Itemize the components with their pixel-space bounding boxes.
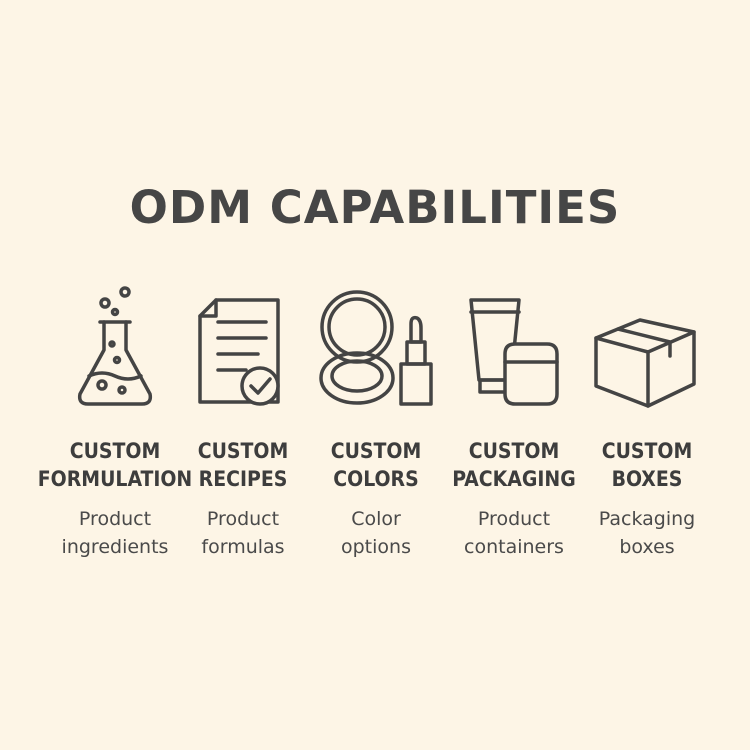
capability-description: Product containers: [464, 508, 564, 558]
capability-label: CUSTOM RECIPES: [197, 439, 289, 491]
capability-label: CUSTOM PACKAGING: [452, 439, 576, 491]
capability-label: CUSTOM FORMULATION: [37, 439, 193, 491]
tube-jar-icon: [439, 282, 589, 412]
capability-label: CUSTOM COLORS: [330, 439, 422, 491]
capability-description: Product ingredients: [61, 508, 169, 558]
capability-description: Product formulas: [201, 508, 285, 558]
capability-label: CUSTOM BOXES: [601, 439, 693, 491]
flask-icon: [40, 282, 190, 412]
page-title: ODM CAPABILITIES: [129, 181, 621, 234]
capability-description: Packaging boxes: [598, 508, 696, 558]
box-icon: [572, 282, 722, 412]
compact-lipstick-icon: [301, 282, 451, 412]
document-check-icon: [168, 282, 318, 412]
capability-description: Color options: [341, 508, 411, 558]
